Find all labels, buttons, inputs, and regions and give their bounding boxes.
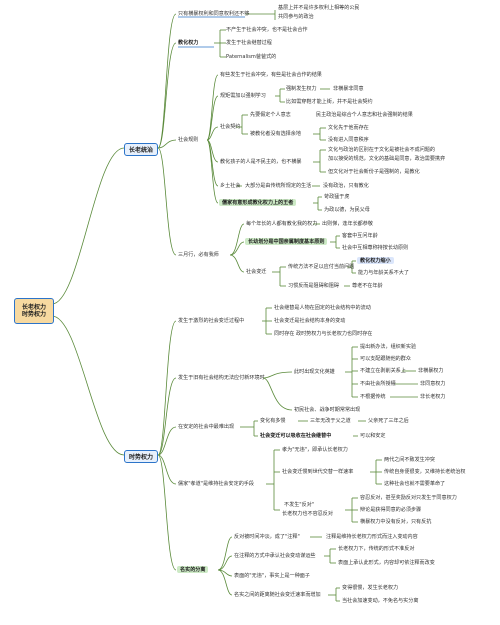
node[interactable]: 能力与年龄关系不大了 [358,270,409,276]
node[interactable]: 可以和安定 [360,433,386,439]
node[interactable]: 非同意权力 [420,381,446,387]
node[interactable]: 民主政治是综合个人意志和社会强制的结果 [316,112,413,118]
root-title-1: 长老权力 [21,303,46,311]
node[interactable]: 三年无改于父之道 [310,418,351,424]
node[interactable]: 社会变迁慢到世代交替一样速率 [282,469,354,475]
node[interactable]: 苛政猛于虎 [324,194,350,200]
node[interactable]: 规矩需加以强制学习 [220,93,266,99]
node[interactable]: 基层上并不是许多权利上相等的公民 [278,5,360,11]
node[interactable]: 表面上承认此形式，内容却可依注释而改变 [338,560,435,566]
root-node[interactable]: 长老权力 时势权力 [14,298,54,324]
root-title-2: 时势权力 [21,311,46,318]
node[interactable]: 但文化对于社会新份子是强制的，是教化 [328,169,420,175]
node[interactable]: 每个年长的人都有教化我的权力 [246,221,318,227]
node[interactable]: 社会规则 [178,137,199,143]
node[interactable]: 父亲死了三年之后 [368,418,409,424]
node[interactable]: 先要假定个人意志 [250,112,291,118]
node[interactable]: 非横暴权力 [418,368,444,374]
node-highlight[interactable]: 儒家有意形成教化权力上的王者 [219,199,297,206]
node[interactable]: 非横暴非同意 [333,86,364,92]
node[interactable]: 在注释的方式中承认社会变动谋运些 [234,553,316,559]
node[interactable]: 教化权力 [178,40,199,46]
node[interactable]: 加以接受的规范，文化的基础是同意，政治需要携弈 [328,156,446,162]
node[interactable]: 反对被时间冲淡，成了"注释" [234,534,300,540]
node[interactable]: 长老权力也不容忍反对 [282,511,333,517]
node[interactable]: 当社会加速变动，不免名与实分离 [342,598,419,604]
node[interactable]: 发生于旧有社会结构无法应付新环境时 [178,375,265,381]
node-highlight[interactable]: 长幼划分是中国亲属制度基本原则 [245,238,328,245]
node[interactable]: 乡土社会 [220,183,241,189]
node[interactable]: 只有横暴权利和同意权利还不够 [178,11,250,17]
node-highlight[interactable]: 教化权力缩小 [357,257,394,264]
node-highlight[interactable]: 社会变迁可以吸收在社会继替中 [260,433,332,439]
node[interactable]: Paternalism爸爸式的 [226,54,277,60]
node[interactable]: 这种社会也就不需要革命了 [384,481,446,487]
node[interactable]: 发生于激烈的社会变迁过程中 [178,318,245,324]
node[interactable]: 没有进入同意秩序 [328,137,369,143]
node[interactable]: 不根据传统 [360,394,386,400]
node[interactable]: 社会变迁是社会结构本身的变动 [274,318,346,324]
node[interactable]: 不由社会所授權 [360,381,396,387]
node[interactable]: 发生于社会继替过程 [226,40,272,46]
node[interactable]: 社会中互相尊称持按长幼原则 [342,245,409,251]
node[interactable]: 变得很慢，发生长老权力 [342,585,399,591]
node[interactable]: 长老权力下，传统的形式不准反对 [338,546,415,552]
node[interactable]: 横暴权力中没有反对，只有反抗 [360,519,432,525]
node[interactable]: 传统自身便很变，又维持长老统治权 [384,469,466,475]
node[interactable]: 出则悌，逢年长都恭敬 [322,221,373,227]
node[interactable]: 三月行，必有我师 [178,252,219,258]
node[interactable]: 提出新办法，组织新实验 [360,344,417,350]
node-highlight[interactable]: 名实的分离 [177,566,209,573]
node[interactable]: 容忍反对，甚至奖励反对只发生于同意权力 [360,495,457,501]
node[interactable]: 文化先于他而存在 [328,125,369,131]
node[interactable]: 同时存在 政时势权力与长老权力也同时存在 [274,331,373,337]
node[interactable]: 辩论是获得同意的必须步骤 [360,507,422,513]
node[interactable]: 有些发生于社会冲突，有些是社会合作的结果 [220,72,322,78]
node[interactable]: 比如需穿鞋才能上街，并不是社会契约 [286,99,373,105]
node[interactable]: 社会变迁 [246,269,267,275]
node[interactable]: 此时出现文化英雄 [294,369,335,375]
node[interactable]: 传统方法不足以应付当前问题 [288,264,355,270]
node[interactable]: 在安定的社会中最难出现 [178,424,235,430]
node[interactable]: 可以支配跟随他的群众 [360,356,411,362]
node[interactable]: 尊老不在年龄 [352,283,383,289]
node[interactable]: 强制发生权力 [286,86,317,92]
node[interactable]: 社会继替是人物在固定的社会结构中的流动 [274,305,371,311]
node[interactable]: 儒家"孝道"是维持社会安定的手段 [178,481,254,487]
node[interactable]: 社会契约 [220,124,241,130]
node[interactable]: 教化孩子的人是不民主的，也不横暴 [220,159,302,165]
node[interactable]: 为政以德，为民父母 [324,207,370,213]
node[interactable]: 文化与政治的区别在于文化是被社会不成问题的 [328,147,435,153]
node[interactable]: 表面的"无违"，事实上是一种面子 [234,573,310,579]
node[interactable]: 注释是维持长老权力形式而注入变动内容 [326,534,418,540]
node[interactable]: 两代之间不致发生冲突 [384,457,435,463]
node[interactable]: 共同参与的政治 [278,14,314,20]
node[interactable]: 名实之间的距离随社会变迁速率而增加 [234,592,321,598]
node[interactable]: 孝为"无违"，即承认长老权力 [282,447,348,453]
node[interactable]: 客套中互问年龄 [342,233,378,239]
node[interactable]: 大部分是由传统所规定的生活 [245,183,312,189]
node[interactable]: 初民社会、战争时期常常出现 [294,407,361,413]
node[interactable]: 被教化者没有选择余地 [250,131,301,137]
node[interactable]: 非长老权力 [420,394,446,400]
branch-elder-rule[interactable]: 长老统治 [124,143,159,156]
node[interactable]: 没有政治，只有教化 [323,183,369,189]
node[interactable]: 不产生于社会冲突，也不是社会合作 [226,27,308,33]
node[interactable]: 习惯反而是阻碍和阻碍 [288,283,339,289]
branch-circumstantial-power[interactable]: 时势权力 [124,450,159,463]
node[interactable]: 不发生"反对" [284,502,315,508]
node[interactable]: 不建立在剥削关系上 [360,368,406,374]
node[interactable]: 变化有多慢 [260,418,286,424]
